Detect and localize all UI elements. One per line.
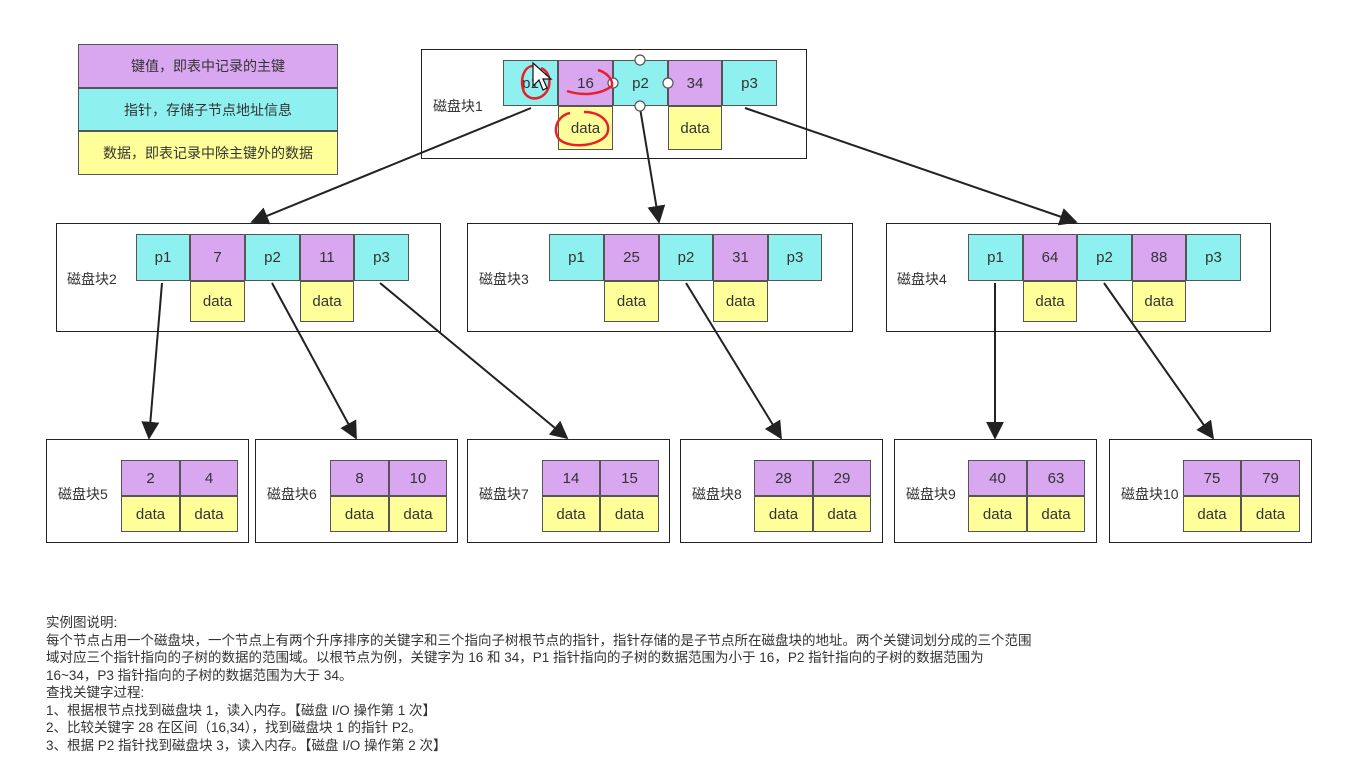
disk-block-3-label: 磁盘块3 (479, 271, 529, 287)
block5-data2: data (180, 496, 238, 532)
block5-key2: 4 (180, 460, 238, 496)
search-step: 2、比较关键字 28 在区间（16,34），找到磁盘块 1 的指针 P2。 (46, 720, 422, 735)
block10-key2: 79 (1241, 460, 1300, 496)
block7-data1: data (542, 496, 600, 532)
block4-key2: 88 (1132, 234, 1186, 281)
disk-block-2-label: 磁盘块2 (67, 271, 117, 287)
description-title: 实例图说明: (46, 615, 118, 630)
selection-handle-top[interactable] (634, 54, 646, 66)
block2-p2: p2 (245, 234, 300, 281)
disk-block-9-label: 磁盘块9 (906, 486, 956, 502)
block6-key2: 10 (389, 460, 447, 496)
block7-key2: 15 (600, 460, 659, 496)
disk-block-8-label: 磁盘块8 (692, 486, 742, 502)
arrow-block3-p2-to-block8 (685, 282, 782, 440)
block5-data1: data (121, 496, 180, 532)
block1-p3: p3 (722, 60, 777, 106)
disk-block-1-label: 磁盘块1 (433, 98, 483, 114)
block10-key1: 75 (1183, 460, 1241, 496)
search-step: 1、根据根节点找到磁盘块 1，读入内存。【磁盘 I/O 操作第 1 次】 (46, 702, 437, 718)
block9-key2: 63 (1027, 460, 1085, 496)
block2-data1: data (190, 281, 245, 322)
disk-block-4-label: 磁盘块4 (897, 271, 947, 287)
arrow-block1-p1-to-block2 (250, 107, 532, 225)
block6-data1: data (330, 496, 389, 532)
block3-p1: p1 (549, 234, 604, 281)
block8-key2: 29 (813, 460, 871, 496)
legend-key: 键值，即表中记录的主键 (78, 44, 338, 88)
block3-data1: data (604, 281, 659, 322)
block1-p2: p2 (613, 60, 668, 106)
block3-key2: 31 (713, 234, 768, 281)
annotation-circle-p1 (520, 64, 551, 100)
block2-key2: 11 (300, 234, 354, 281)
description-line: 16~34，P3 指针指向的子树的数据范围为大于 34。 (46, 667, 353, 683)
block8-data2: data (813, 496, 871, 532)
block7-key1: 14 (542, 460, 600, 496)
block4-data2: data (1132, 281, 1186, 322)
arrow-block1-p2-to-block3 (639, 107, 666, 224)
block4-p2: p2 (1077, 234, 1132, 281)
disk-block-10-label: 磁盘块10 (1121, 486, 1179, 502)
block10-data1: data (1183, 496, 1241, 532)
block2-p3: p3 (354, 234, 409, 281)
disk-block-5-label: 磁盘块5 (58, 486, 108, 502)
block2-data2: data (300, 281, 354, 322)
block3-data2: data (713, 281, 768, 322)
mouse-cursor-icon (532, 61, 553, 91)
arrow-block1-p3-to-block4 (744, 107, 1078, 226)
selection-handle-right[interactable] (662, 77, 674, 89)
search-process-title: 查找关键字过程: (46, 685, 145, 700)
description: 实例图说明: 每个节点占用一个磁盘块，一个节点上有两个升序排序的关键字和三个指向… (46, 614, 1246, 754)
block1-key2: 34 (668, 60, 722, 106)
block2-p1: p1 (136, 234, 190, 281)
arrow-block2-p2-to-block6 (271, 282, 357, 440)
block8-key1: 28 (754, 460, 813, 496)
block2-key1: 7 (190, 234, 245, 281)
block5-key1: 2 (121, 460, 180, 496)
arrow-block4-p2-to-block10 (1103, 282, 1215, 440)
block1-data2: data (668, 106, 722, 150)
block7-data2: data (600, 496, 659, 532)
legend-data: 数据，即表记录中除主键外的数据 (78, 131, 338, 175)
disk-block-7-label: 磁盘块7 (479, 486, 529, 502)
block8-data1: data (754, 496, 813, 532)
search-step: 3、根据 P2 指针找到磁盘块 3，读入内存。【磁盘 I/O 操作第 2 次】 (46, 737, 447, 753)
legend-pointer: 指针，存储子节点地址信息 (78, 88, 338, 131)
block4-p3: p3 (1186, 234, 1241, 281)
block3-key1: 25 (604, 234, 659, 281)
selection-handle-bottom[interactable] (634, 100, 646, 112)
block9-key1: 40 (968, 460, 1027, 496)
block3-p3: p3 (768, 234, 822, 281)
block6-data2: data (389, 496, 447, 532)
block3-p2: p2 (659, 234, 713, 281)
block4-p1: p1 (968, 234, 1023, 281)
arrow-block2-p1-to-block5 (141, 282, 163, 440)
block4-key1: 64 (1023, 234, 1077, 281)
disk-block-6-label: 磁盘块6 (267, 486, 317, 502)
block6-key1: 8 (330, 460, 389, 496)
description-line: 域对应三个指针指向的子树的数据的范围域。以根节点为例，关键字为 16 和 34，… (46, 650, 984, 665)
block10-data2: data (1241, 496, 1300, 532)
annotation-underline-16 (566, 68, 614, 96)
block9-data1: data (968, 496, 1027, 532)
block9-data2: data (1027, 496, 1085, 532)
description-line: 每个节点占用一个磁盘块，一个节点上有两个升序排序的关键字和三个指向子树根节点的指… (46, 632, 1032, 648)
block4-data1: data (1023, 281, 1077, 322)
annotation-circle-data (554, 110, 610, 147)
arrow-block2-p3-to-block7 (379, 282, 569, 440)
